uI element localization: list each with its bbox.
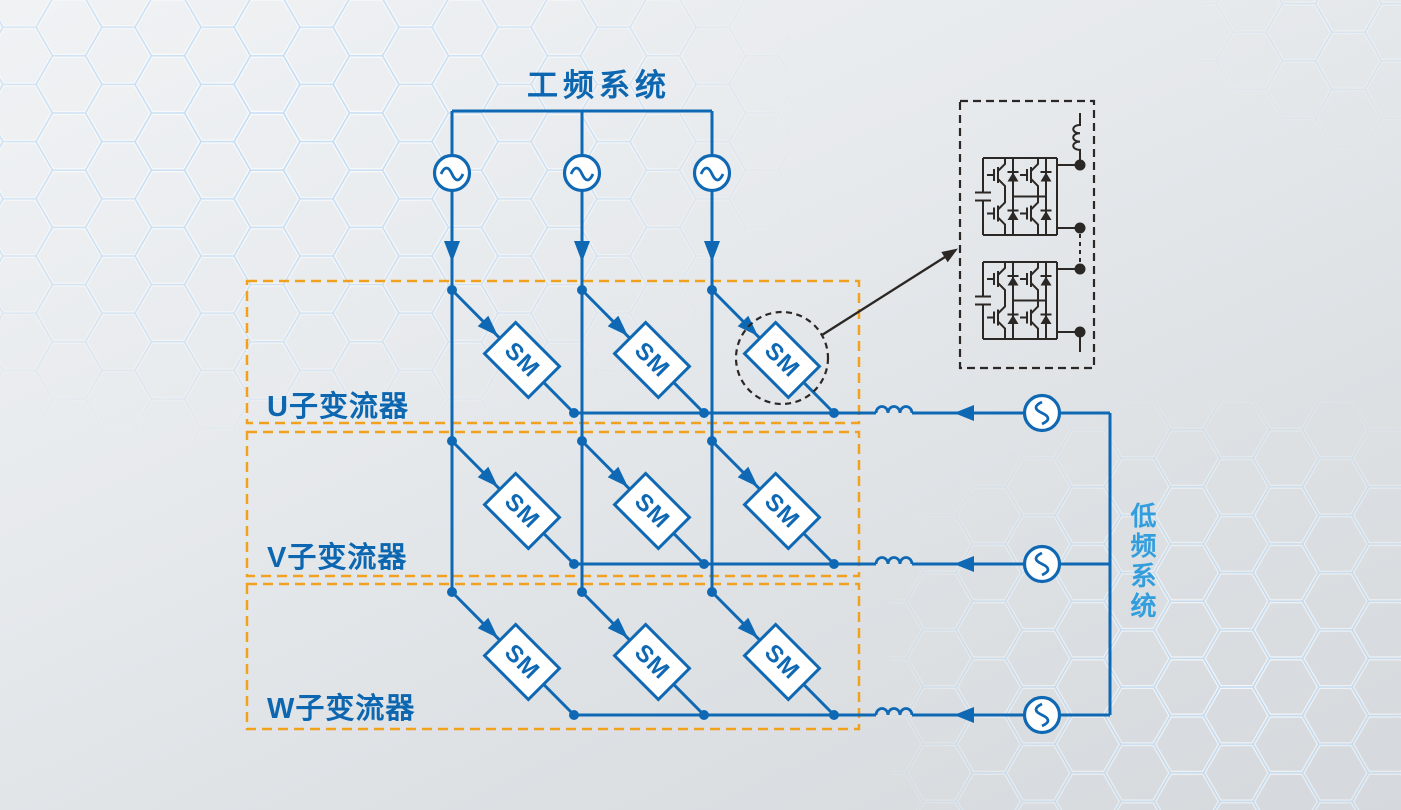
junction-dots (447, 285, 839, 720)
sm-module: SM (742, 622, 822, 702)
sm-modules: SM SM SM SM SM SM SM SM SM (482, 320, 822, 702)
w-converter-label: W子变流器 (267, 693, 416, 725)
branch-arrow-icons (477, 315, 758, 638)
callout-circle (734, 310, 830, 406)
u-converter-label: U子变流器 (267, 391, 409, 423)
terminal-dots (1074, 159, 1086, 338)
submodule-detail-inset (958, 99, 1096, 370)
sm-module: SM (482, 622, 562, 702)
ac-source-icon (432, 153, 732, 193)
converter-boxes (245, 279, 861, 731)
output-bus-lines (574, 411, 1112, 717)
detail-inductor-icon (1072, 113, 1081, 160)
sm-module: SM (612, 471, 692, 551)
callout-arrow-icon (941, 248, 958, 263)
sm-module: SM (612, 622, 692, 702)
sm-module: SM (482, 320, 562, 400)
sm-module: SM (482, 471, 562, 551)
v-converter-box (245, 430, 861, 578)
detail-box (958, 99, 1096, 370)
sm-branches: SM SM SM SM SM SM SM SM SM (450, 288, 836, 717)
mains-grid-section (432, 109, 732, 592)
left-arrow-icon (954, 405, 974, 723)
low-freq-source-icon (1022, 393, 1062, 735)
sm-module: SM (742, 320, 822, 400)
inductor-icon (874, 405, 914, 716)
u-converter-box (245, 279, 861, 425)
downward-arrow-icon (444, 241, 720, 262)
sm-callout (734, 248, 958, 406)
sm-module: SM (612, 320, 692, 400)
v-converter-label: V子变流器 (267, 542, 408, 574)
sm-module: SM (742, 471, 822, 551)
callout-line (821, 255, 946, 337)
low-freq-system-label: 低频系统 (1127, 502, 1157, 622)
mains-system-title: 工频系统 (527, 68, 671, 103)
top-bus-line (450, 109, 714, 156)
w-converter-box (245, 582, 861, 731)
low-freq-section (574, 393, 1112, 735)
